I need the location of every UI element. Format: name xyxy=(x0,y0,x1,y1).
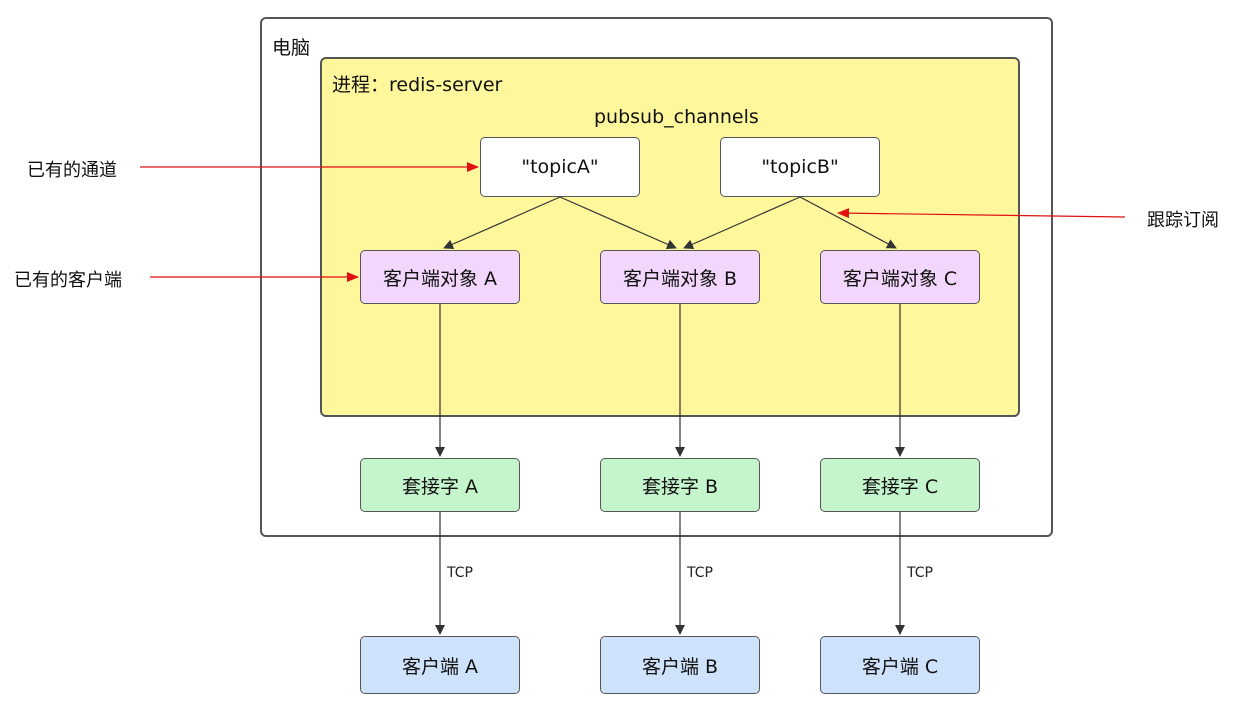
edge-topicB-to-clientobjB xyxy=(683,196,801,249)
client-c-node: 客户端 C xyxy=(820,636,980,694)
socket-b-node: 套接字 B xyxy=(600,458,760,512)
client-object-a-node: 客户端对象 A xyxy=(360,250,520,304)
client-object-b-node: 客户端对象 B xyxy=(600,250,760,304)
client-object-c-node: 客户端对象 C xyxy=(820,250,980,304)
annotation-existing-channels: 已有的通道 xyxy=(27,160,117,181)
topic-b-node: "topicB" xyxy=(720,137,880,197)
client-a-node: 客户端 A xyxy=(360,636,520,694)
edge-topicB-to-clientobjC xyxy=(799,196,897,249)
process-title: 进程：redis-server xyxy=(332,74,503,96)
process-container xyxy=(320,57,1020,417)
computer-title: 电脑 xyxy=(272,37,311,59)
socket-c-node: 套接字 C xyxy=(820,458,980,512)
edge-topicA-to-clientobjB xyxy=(559,196,677,249)
socket-a-node: 套接字 A xyxy=(360,458,520,512)
tcp-label-c: TCP xyxy=(907,565,933,581)
tcp-label-b: TCP xyxy=(687,565,713,581)
edge-topicA-to-clientobjA xyxy=(443,196,561,249)
annotation-existing-clients: 已有的客户端 xyxy=(14,270,122,291)
annotation-arrow-track-subscriptions xyxy=(837,208,1126,219)
tcp-label-a: TCP xyxy=(447,565,473,581)
topic-a-node: "topicA" xyxy=(480,137,640,197)
client-b-node: 客户端 B xyxy=(600,636,760,694)
annotation-track-subscriptions: 跟踪订阅 xyxy=(1147,210,1219,231)
channels-title: pubsub_channels xyxy=(594,106,759,128)
